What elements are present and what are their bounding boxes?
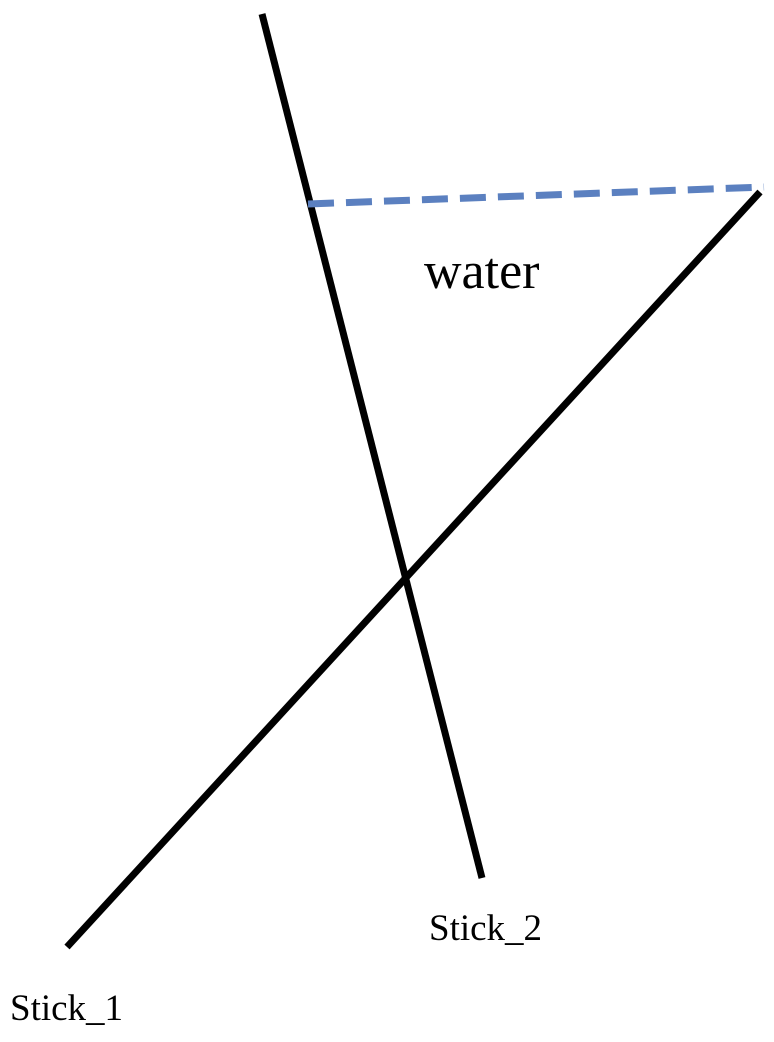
stick-2-label: Stick_2 [429, 908, 543, 949]
stick-1-line [64, 189, 763, 950]
water-label: water [424, 243, 540, 300]
stick-2-line [258, 13, 486, 879]
water-surface-dashed-line [307, 183, 765, 208]
stick-1-label: Stick_1 [10, 988, 124, 1029]
